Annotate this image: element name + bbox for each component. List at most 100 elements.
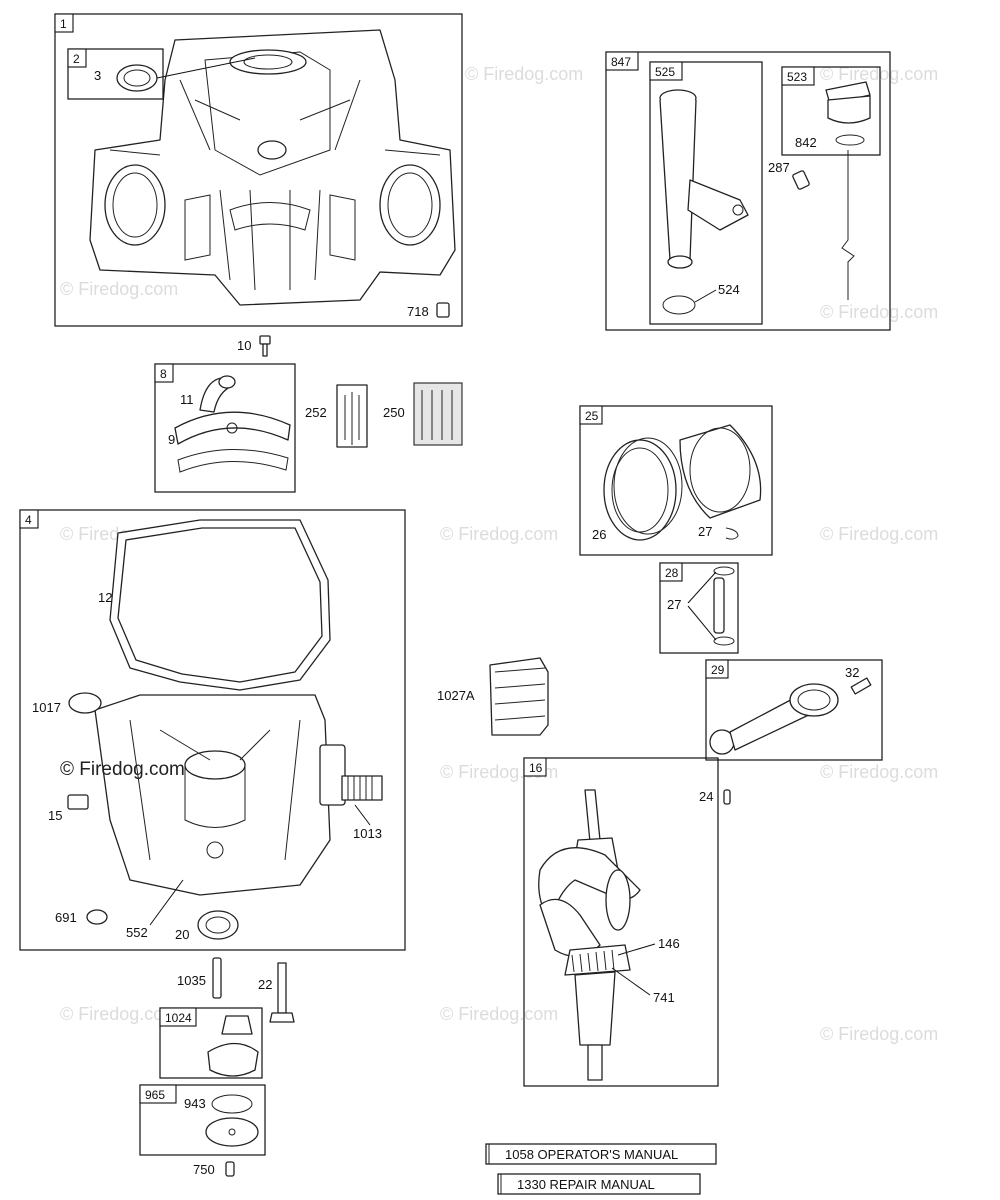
group-number: 29 [711,663,725,677]
part-label: 12 [98,590,112,605]
group-box [159,1007,263,1079]
breather-gasket-part [177,448,289,473]
manual-references: 1058 OPERATOR'S MANUAL 1330 REPAIR MANUA… [485,1143,717,1195]
group-number: 16 [529,761,543,775]
watermark: © Firedog.com [465,64,583,84]
group-tag [139,1084,177,1104]
o-ring-524-part [662,295,696,315]
part-label: 1017 [32,700,61,715]
oil-filter-part [489,657,549,736]
group-4-crankcase-cover: 4 12 1017 © Firedog.com 15 1013 691 552 … [19,509,406,951]
pin-24: 24 [699,789,731,805]
watermark: © Firedog.com [60,279,178,299]
part-label: 9 [168,432,175,447]
watermark: © Firedog.com [820,64,938,84]
part-label: 15 [48,808,62,823]
group-965-cover: 965 943 [139,1084,266,1156]
group-box [523,757,719,1087]
group-box [659,562,739,654]
spring-part [341,775,383,801]
group-number: 965 [145,1088,165,1102]
group-1-cylinder-block: 1 2 3 718 [54,13,463,327]
group-number: 4 [25,513,32,527]
group-number: 847 [611,55,631,69]
washer-part [86,909,108,925]
shaft-and-bolt: 1035 22 [177,957,295,1023]
group-number: 1 [60,17,67,31]
piston-part [679,424,762,519]
part-label: 552 [126,925,148,940]
part-label: 1035 [177,973,206,988]
oil-seal-20-part [197,910,239,940]
group-number: 2 [73,52,80,66]
part-label: 11 [180,392,194,407]
part-label: 26 [592,527,606,542]
watermark: © Firedog.com [820,762,938,782]
drain-plug-part [67,794,89,810]
crankshaft-drawing [584,789,601,843]
group-847-dipstick: 847 525 524 523 842 287 [605,51,891,331]
group-tag [54,13,74,33]
filter-elements: 252 250 [305,382,463,448]
group-number: 8 [160,367,167,381]
watermark: © Firedog.com [820,524,938,544]
bolt-10: 10 [237,335,271,357]
group-8-breather: 8 11 9 [154,363,296,493]
group-number: 28 [665,566,679,580]
group-tag [649,61,683,81]
group-16-crankshaft: 16 146 741 [523,757,719,1087]
part-label: 32 [845,665,859,680]
part-label: 3 [94,68,101,83]
group-box [54,13,463,327]
pump-rotor-part [221,1015,253,1035]
part-label: 691 [55,910,77,925]
screw-287-part [792,170,810,190]
oil-filter-1027A: 1027A [437,657,549,736]
watermark: © Firedog.com [820,1024,938,1044]
part-label: 10 [237,338,251,353]
part-label: 24 [699,789,713,804]
group-tag [705,659,729,679]
wrist-pin-part [713,577,725,634]
watermark: © Firedog.com [820,302,938,322]
group-number: 523 [787,70,807,84]
piston-ring-part [603,439,677,541]
group-box [19,509,406,951]
oil-seal-part [116,64,158,92]
operators-manual-box [485,1143,717,1165]
part-label: 741 [653,990,675,1005]
part-label: 1013 [353,826,382,841]
breather-filter-250-part [413,382,463,446]
group-number: 525 [655,65,675,79]
group-tag [19,509,39,529]
group-number: 1024 [165,1011,192,1025]
group-tag [659,562,683,582]
part-label: 943 [184,1096,206,1111]
group-tag [154,363,174,383]
group-box [705,659,883,761]
cylinder-block-drawing [89,29,456,306]
group-tag [579,405,603,425]
group-box [579,405,773,556]
group-29-connecting-rod: 29 32 [705,659,883,761]
group-tag [605,51,639,71]
part-label: 146 [658,936,680,951]
repair-manual-box [497,1173,701,1195]
group-box [781,66,881,156]
screw-750: 750 [193,1161,235,1177]
rod-bolt-part [850,677,872,695]
part-label: 252 [305,405,327,420]
shaft-1035-part [212,957,222,999]
watermark: © Firedog.com [440,524,558,544]
repair-manual-label: 1330 REPAIR MANUAL [517,1177,655,1192]
group-28-wrist-pin: 28 27 [659,562,739,654]
part-label: 250 [383,405,405,420]
governor-part [68,692,102,714]
watermark: © Firedog.com [440,1004,558,1024]
group-box [649,61,763,325]
bolt-22-part [269,1012,295,1023]
group-25-piston: 25 26 27 [579,405,773,556]
group-box [605,51,891,331]
group-tag [67,48,87,68]
